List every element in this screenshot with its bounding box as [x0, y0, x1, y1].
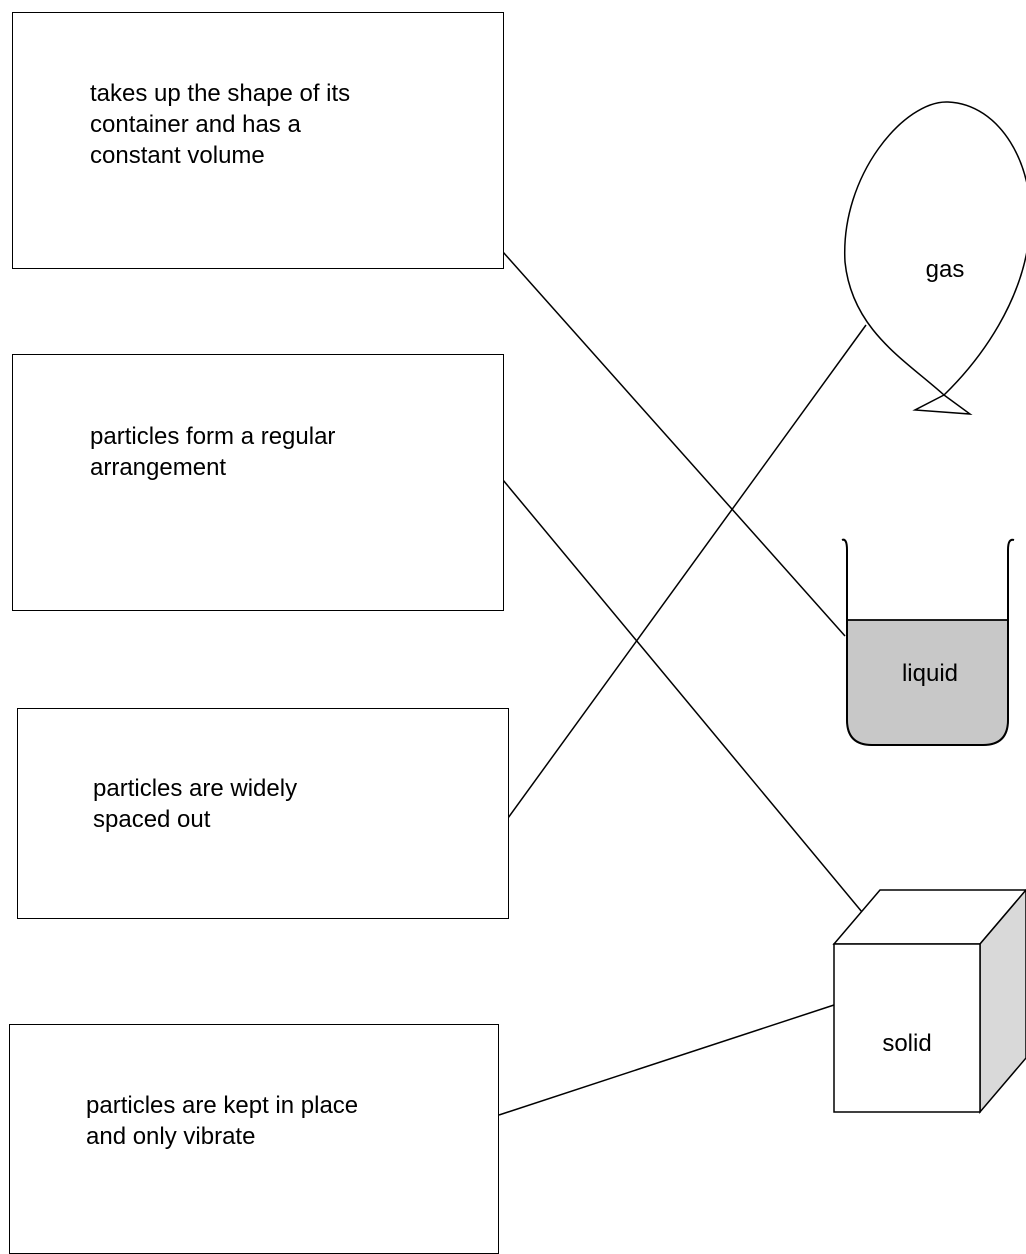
description-box-4 [9, 1024, 499, 1254]
connector-line-4-solid [498, 1004, 835, 1116]
liquid-beaker-icon [841, 538, 1015, 746]
description-box-3 [17, 708, 509, 919]
gas-balloon-icon [844, 101, 1026, 415]
description-box-2 [12, 354, 504, 611]
description-text-4: particles are kept in place and only vib… [86, 1092, 359, 1150]
description-text-1: takes up the shape of its container and … [90, 80, 351, 169]
connector-line-2-solid [502, 479, 863, 913]
liquid-label: liquid [901, 660, 959, 687]
description-text-3: particles are widely spaced out [93, 775, 298, 833]
connector-line-1-liquid [502, 251, 846, 637]
description-text-2: particles form a regular arrangement [90, 423, 336, 481]
solid-cube-icon [832, 888, 1026, 1115]
gas-label: gas [925, 256, 965, 283]
solid-label: solid [882, 1030, 932, 1057]
connector-line-3-gas [507, 324, 867, 819]
description-box-1 [12, 12, 504, 269]
